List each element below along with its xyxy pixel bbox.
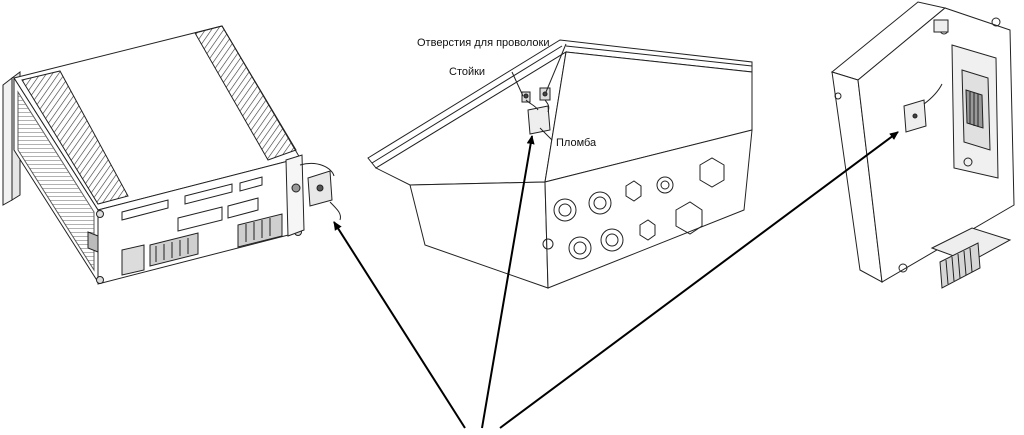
arrow-to-right-seal: [500, 132, 899, 428]
panel-mount-device: [3, 26, 341, 284]
pointer-arrows: [334, 132, 899, 428]
posts-label: Стойки: [449, 66, 486, 78]
arrow-to-left-seal: [334, 221, 465, 428]
seal-leader: [540, 128, 552, 140]
wall-mount-housing: [368, 40, 752, 288]
din-rail-device: [832, 2, 1014, 288]
arrow-to-center-seal: [482, 135, 535, 428]
seal-label: Пломба: [556, 137, 597, 149]
wire-holes-leader: [546, 44, 566, 92]
wire-holes-label: Отверстия для проволоки: [417, 37, 550, 49]
posts-leader: [512, 72, 523, 96]
label-leaders: [512, 44, 566, 140]
